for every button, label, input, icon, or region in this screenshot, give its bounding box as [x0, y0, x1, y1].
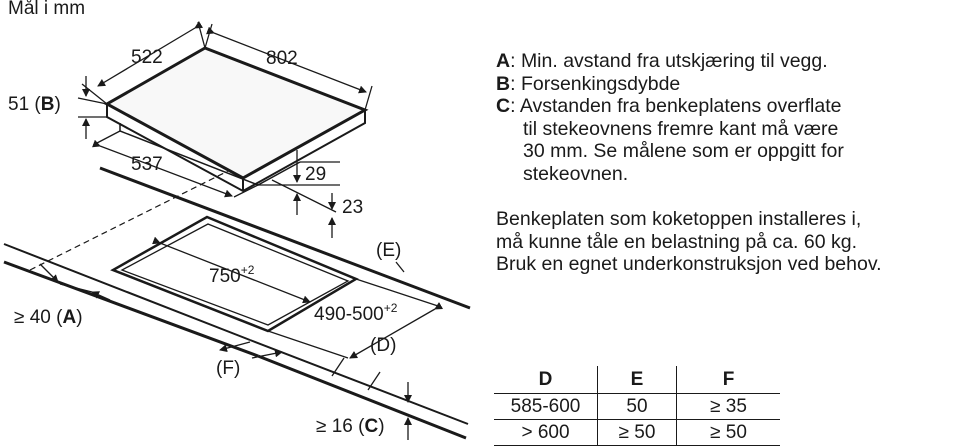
- table-cell: ≥ 35: [676, 393, 780, 420]
- diagram-title: Mål i mm: [8, 0, 85, 19]
- note-key: A: [496, 50, 511, 72]
- notes-list: A: Min. avstand fra utskjæring til vegg.…: [496, 50, 956, 185]
- table-header: F: [676, 366, 780, 394]
- dim-c-label: ≥ 16 (C): [316, 416, 385, 437]
- countertop: [3, 166, 471, 440]
- dim-537-label: 537: [131, 154, 163, 175]
- dim-a-label: ≥ 40 (A): [14, 307, 83, 328]
- table-header: E: [597, 366, 677, 394]
- note-text: Forsenkingsdybde: [520, 72, 681, 95]
- note-text: Avstanden fra benkeplatens overflate: [519, 95, 842, 117]
- dim-29-label: 29: [305, 164, 326, 185]
- dim-f: [219, 341, 283, 359]
- table-cell: ≥ 50: [676, 419, 780, 446]
- dim-e-line: [395, 261, 405, 273]
- dim-802: [204, 23, 373, 111]
- dimension-table: D E F 585-600 50 ≥ 35 > 600 ≥ 50 ≥ 50: [494, 366, 780, 446]
- table-header: D: [494, 366, 598, 394]
- dim-802-label: 802: [266, 48, 298, 69]
- dim-d: [331, 357, 381, 391]
- dim-750-line: [152, 236, 311, 304]
- dim-490-500: [267, 278, 444, 359]
- table-cell: ≥ 50: [597, 419, 677, 446]
- dim-b-label: 51 (B): [8, 94, 61, 115]
- note-text: stekeovnen.: [523, 162, 629, 185]
- note-text: 30 mm. Se målene som er oppgitt for: [523, 140, 844, 162]
- dim-490-500-label: 490-500+2: [314, 301, 398, 325]
- load-line: Bruk en egnet underkonstruksjon ved beho…: [496, 253, 882, 275]
- installation-diagram: Mål i mm 522 802 51 (B) 537: [3, 0, 471, 440]
- dim-f-label: (F): [216, 358, 240, 379]
- dim-a: [39, 263, 111, 301]
- table-row: > 600 ≥ 50 ≥ 50: [494, 419, 780, 446]
- table-cell: > 600: [494, 419, 598, 446]
- dim-29-23: [258, 150, 340, 238]
- note-a: A: Min. avstand fra utskjæring til vegg.: [496, 50, 828, 72]
- table-cell: 50: [597, 393, 677, 420]
- dim-d-label: (D): [370, 335, 396, 356]
- table-row: 585-600 50 ≥ 35: [494, 393, 780, 420]
- dim-b: [77, 76, 108, 139]
- dim-e-label: (E): [376, 240, 401, 261]
- dim-23-label: 23: [342, 197, 363, 218]
- dim-522-label: 522: [131, 47, 163, 68]
- load-line: må kunne tåle en belastning på ca. 60 kg…: [496, 230, 857, 253]
- note-key: C: [496, 95, 511, 117]
- dim-537: [92, 130, 259, 198]
- table-header-row: D E F: [494, 366, 780, 394]
- note-b: B: Forsenkingsdybde: [496, 72, 681, 95]
- note-text: Min. avstand fra utskjæring til vegg.: [520, 50, 828, 72]
- load-bearing-note: Benkeplaten som koketoppen installeres i…: [496, 208, 956, 276]
- dim-750-label: 750+2: [209, 263, 255, 287]
- table-cell: 585-600: [494, 393, 598, 420]
- note-c: C: Avstanden fra benkeplatens overflate …: [496, 95, 956, 185]
- note-key: B: [496, 72, 511, 95]
- load-line: Benkeplaten som koketoppen installeres i…: [496, 208, 862, 230]
- note-text: til stekeovnens fremre kant må være: [523, 117, 839, 140]
